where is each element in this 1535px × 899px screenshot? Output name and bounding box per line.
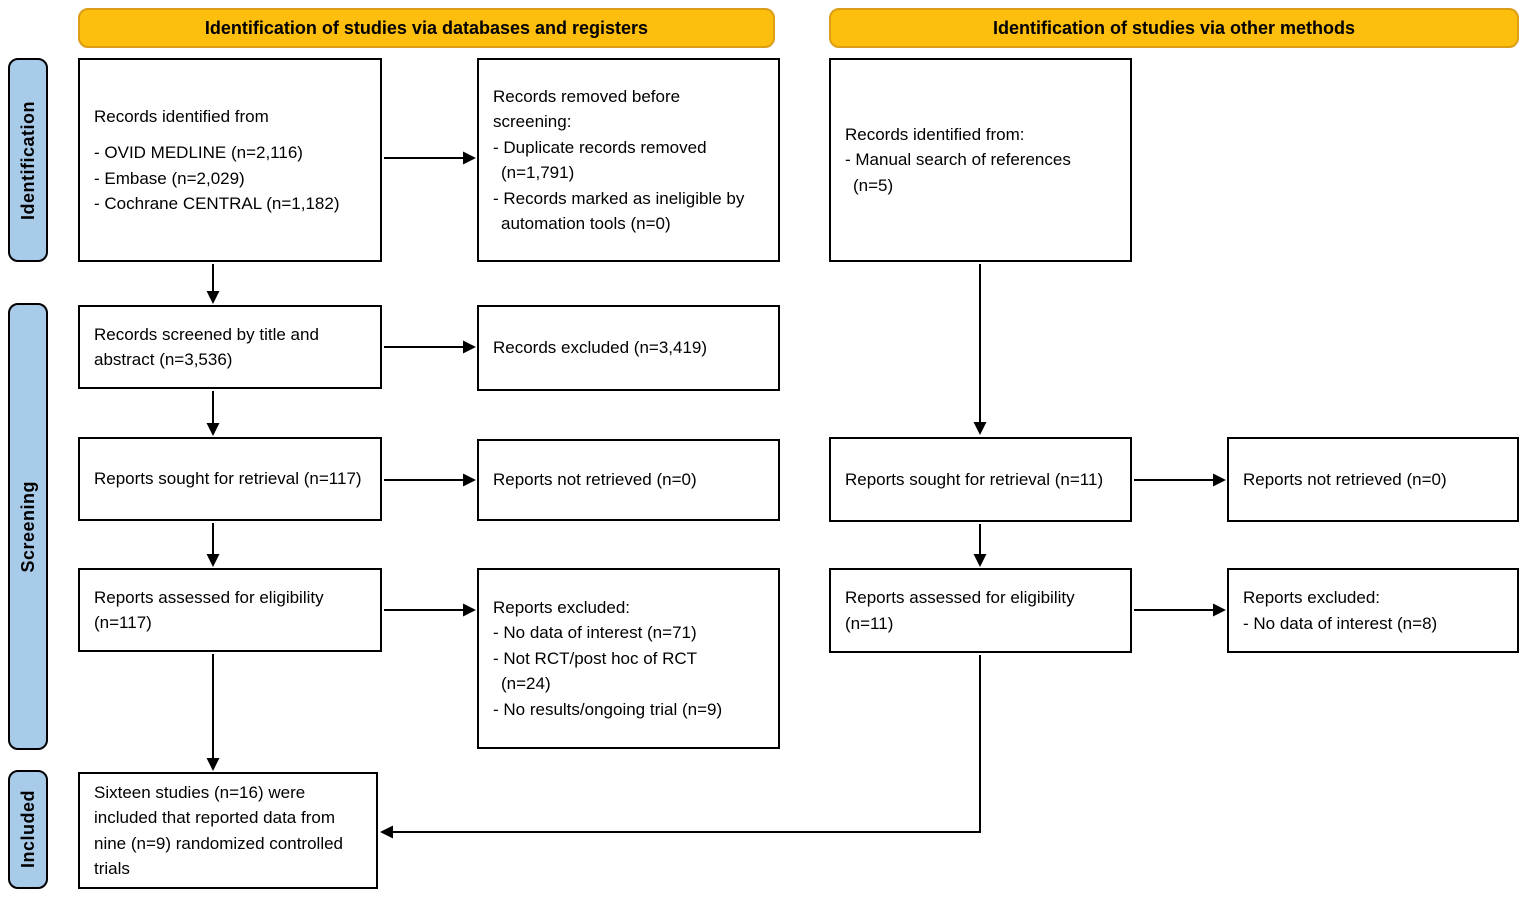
text-line: Records screened by title and abstract (…	[94, 324, 319, 370]
text-line: Records removed before	[493, 86, 681, 106]
stage-screening: Screening	[8, 303, 48, 750]
text-line: (n=1,791)	[501, 163, 575, 182]
text-line: - No results/ongoing trial (n=9)	[493, 699, 723, 719]
text-line: - Cochrane CENTRAL (n=1,182)	[94, 194, 340, 213]
stage-included: Included	[8, 770, 48, 889]
text-line: Records excluded (n=3,419)	[493, 338, 708, 358]
box-included-studies: Sixteen studies (n=16) were included tha…	[78, 772, 378, 889]
text-line: Records identified from	[94, 106, 269, 126]
box-reports-sought-databases: Reports sought for retrieval (n=117)	[78, 437, 382, 521]
text-line: - No data of interest (n=8)	[1243, 613, 1438, 633]
text-line: Sixteen studies (n=16) were included tha…	[94, 782, 344, 879]
text-line: automation tools (n=0)	[501, 214, 671, 233]
banner-other-methods: Identification of studies via other meth…	[829, 8, 1519, 48]
text-line: Reports sought for retrieval (n=11)	[845, 469, 1104, 489]
box-records-screened: Records screened by title and abstract (…	[78, 305, 382, 389]
text-line: screening:	[493, 112, 572, 131]
text-line: (n=5)	[853, 175, 894, 195]
text-line: Reports not retrieved (n=0)	[493, 470, 697, 490]
text-line: - Manual search of references	[845, 150, 1071, 170]
box-reports-assessed-other: Reports assessed for eligibility (n=11)	[829, 568, 1132, 653]
banner-other-methods-label: Identification of studies via other meth…	[992, 17, 1356, 38]
text-line: Reports not retrieved (n=0)	[1243, 469, 1447, 489]
text-line: (n=24)	[501, 674, 551, 694]
text-line: - No data of interest (n=71)	[493, 623, 697, 643]
text-line: - Records marked as ineligible by	[493, 188, 745, 208]
box-records-identified-other: Records identified from: - Manual search…	[829, 58, 1132, 262]
box-reports-excluded-databases: Reports excluded: - No data of interest …	[477, 568, 780, 749]
box-records-identified-databases: Records identified from - OVID MEDLINE (…	[78, 58, 382, 262]
box-reports-not-retrieved-databases: Reports not retrieved (n=0)	[477, 439, 780, 521]
arrow-other-assessed-to-included	[380, 655, 981, 839]
text-line: - OVID MEDLINE (n=2,116)	[94, 143, 303, 162]
box-reports-assessed-databases: Reports assessed for eligibility (n=117)	[78, 568, 382, 652]
text-line: Reports assessed for eligibility (n=11)	[845, 588, 1075, 633]
stage-identification: Identification	[8, 58, 48, 262]
text-line: Reports sought for retrieval (n=117)	[94, 469, 362, 489]
text-line: Reports excluded:	[493, 597, 631, 617]
box-reports-sought-other: Reports sought for retrieval (n=11)	[829, 437, 1132, 522]
text-line: - Duplicate records removed	[493, 137, 707, 157]
banner-databases-label: Identification of studies via databases …	[204, 17, 649, 38]
box-reports-excluded-other: Reports excluded: - No data of interest …	[1227, 568, 1519, 653]
text-line: Reports excluded:	[1243, 588, 1381, 607]
banner-databases-registers: Identification of studies via databases …	[78, 8, 775, 48]
box-records-removed: Records removed before screening: - Dupl…	[477, 58, 780, 262]
text-line: - Embase (n=2,029)	[94, 168, 245, 188]
text-line: Records identified from:	[845, 124, 1025, 144]
box-reports-not-retrieved-other: Reports not retrieved (n=0)	[1227, 437, 1519, 522]
text-line: Reports assessed for eligibility (n=117)	[94, 587, 324, 633]
text-line: - Not RCT/post hoc of RCT	[493, 648, 698, 668]
box-records-excluded: Records excluded (n=3,419)	[477, 305, 780, 391]
